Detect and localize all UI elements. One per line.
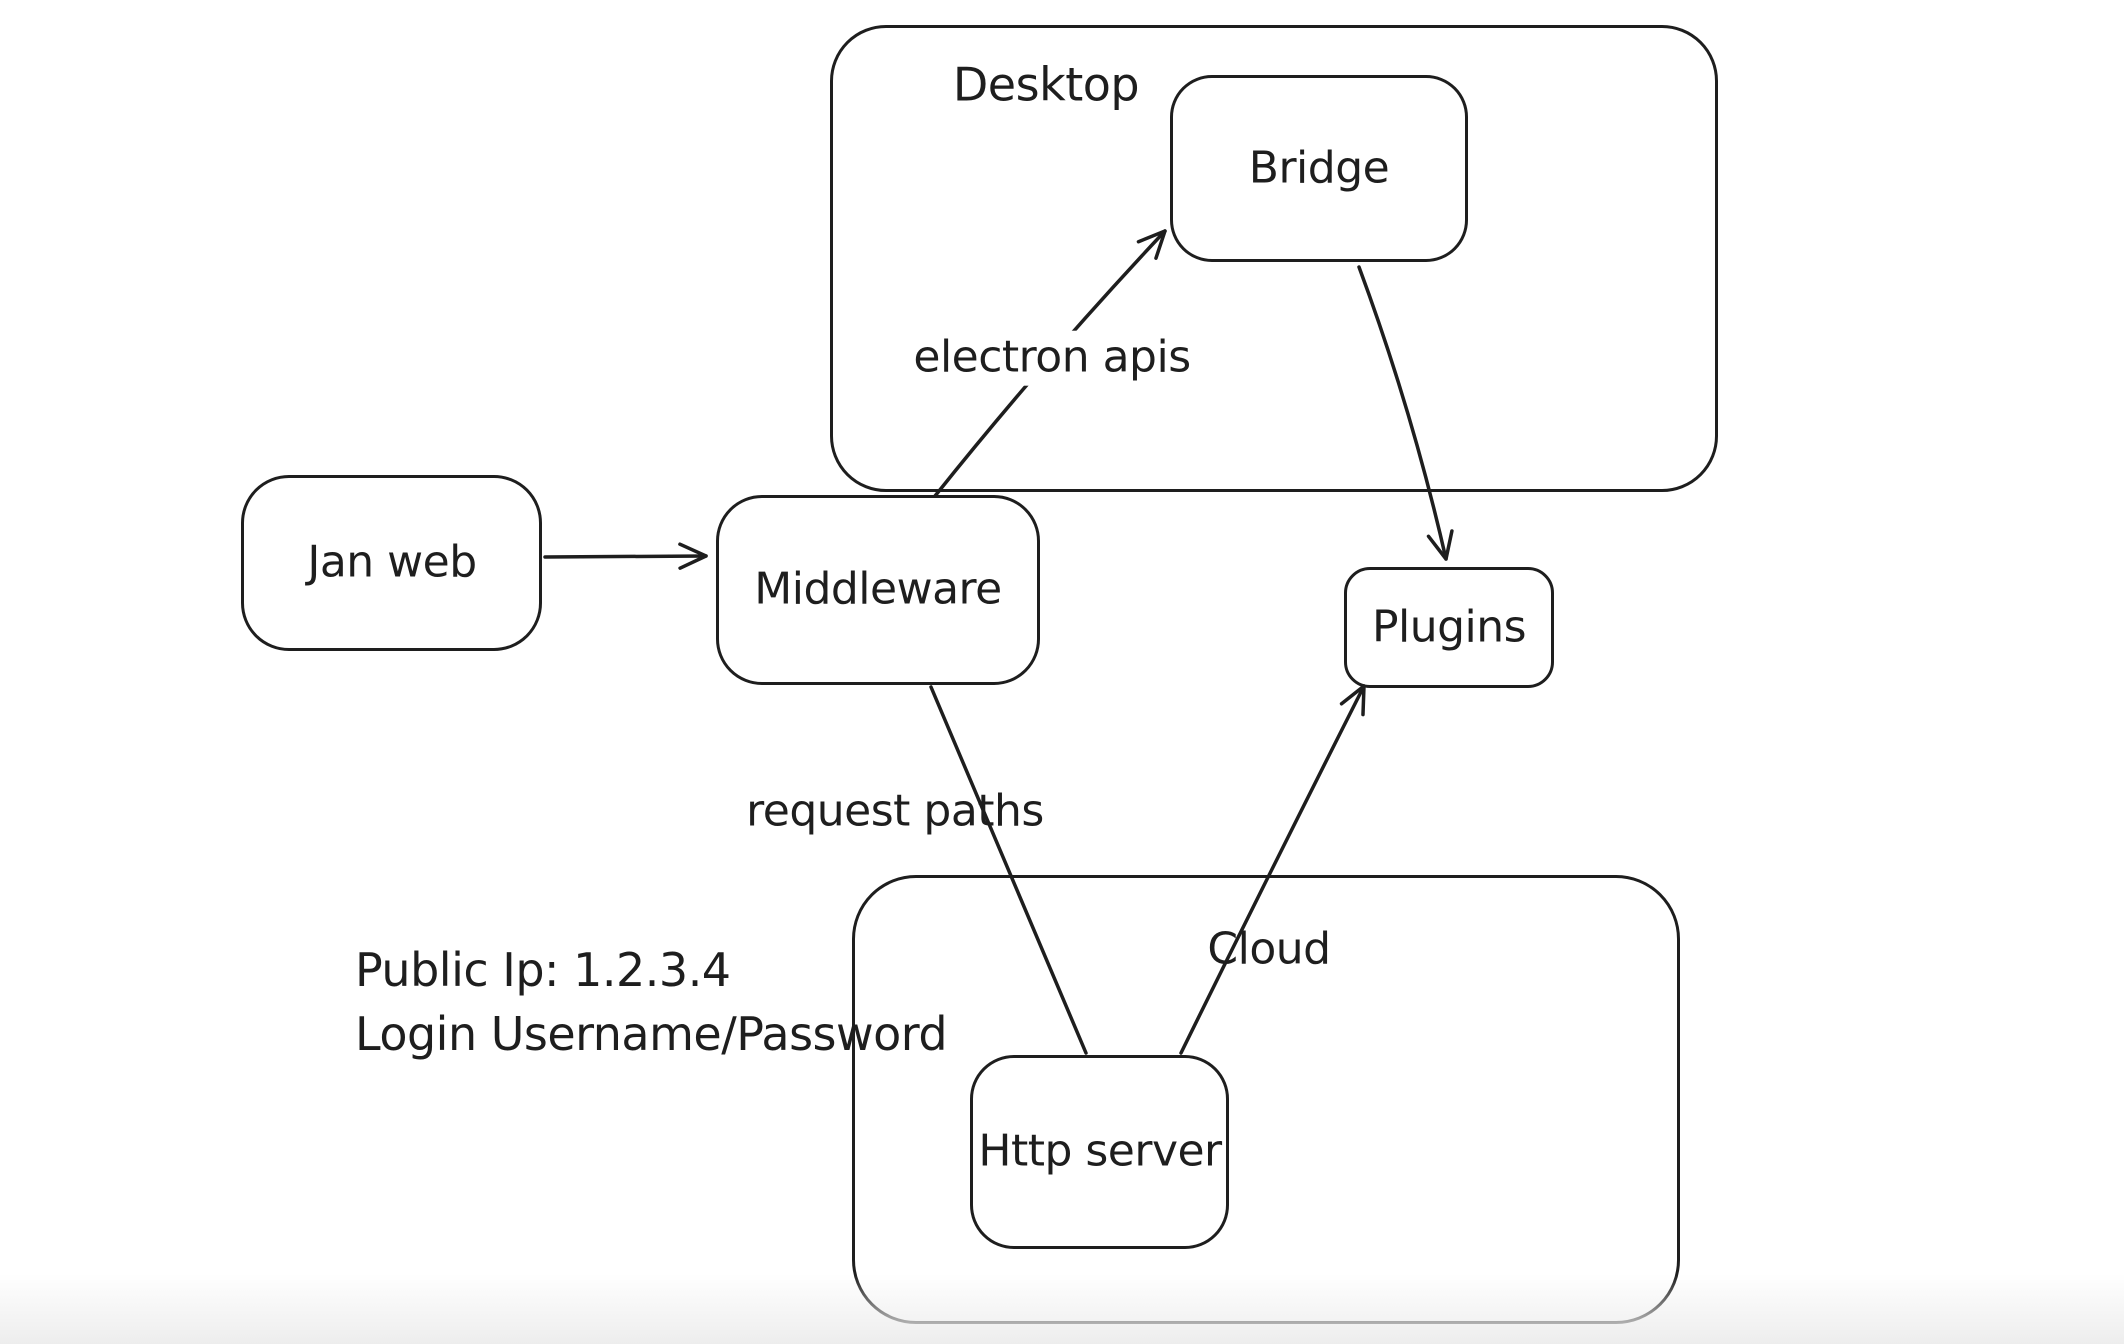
node-http-server[interactable]: [970, 1055, 1229, 1249]
node-jan-web[interactable]: [241, 475, 542, 651]
node-plugins[interactable]: [1344, 567, 1554, 688]
edge-label-electron-apis: electron apis: [903, 330, 1201, 386]
arrow-janweb-to-middleware[interactable]: [543, 542, 708, 570]
node-middleware-label: Middleware: [754, 563, 1002, 615]
desktop-container-label: Desktop: [952, 57, 1140, 112]
desktop-container-shape[interactable]: [830, 25, 1718, 492]
node-bridge[interactable]: [1170, 75, 1468, 262]
credentials-note[interactable]: Public Ip: 1.2.3.4 Login Username/Passwo…: [355, 938, 948, 1066]
arrow-bridge-to-plugins[interactable]: [1357, 265, 1454, 561]
arrow-httpserver-to-plugins[interactable]: [1179, 684, 1366, 1055]
node-middleware[interactable]: [716, 495, 1040, 685]
node-http-server-label: Http server: [978, 1125, 1222, 1177]
node-bridge-label: Bridge: [1248, 142, 1390, 194]
node-plugins-label: Plugins: [1371, 601, 1527, 653]
page-bottom-fade: [0, 1274, 2124, 1344]
credentials-note-line1: Public Ip: 1.2.3.4: [355, 943, 731, 997]
node-jan-web-label: Jan web: [307, 536, 477, 588]
line-middleware-to-httpserver[interactable]: [929, 685, 1088, 1055]
credentials-note-line2: Login Username/Password: [355, 1007, 948, 1061]
edge-label-request-paths: request paths: [746, 785, 1044, 837]
cloud-container-label: Cloud: [1207, 923, 1331, 975]
